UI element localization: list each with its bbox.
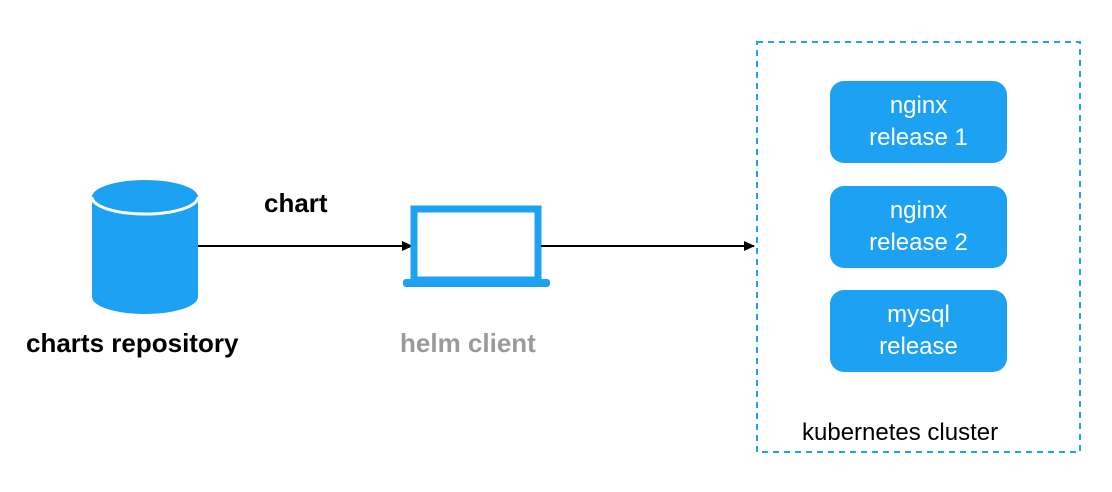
release-number: release 1 (869, 124, 968, 151)
helm-client-label: helm client (400, 328, 536, 358)
release-number: release 2 (869, 229, 968, 256)
database-icon (90, 180, 200, 314)
release-name: nginx (889, 197, 948, 224)
chart-edge-label: chart (264, 188, 328, 218)
repository-label: charts repository (26, 328, 239, 358)
release-number: release (879, 333, 958, 360)
cluster-label: kubernetes cluster (802, 419, 999, 446)
cluster-boundary (756, 41, 1081, 453)
release-box: nginx release 2 (830, 186, 1007, 268)
release-name: mysql (887, 301, 950, 328)
laptop-icon (403, 205, 550, 287)
release-box: nginx release 1 (830, 81, 1007, 163)
release-name: nginx (889, 92, 948, 119)
release-box: mysql release (830, 290, 1007, 372)
